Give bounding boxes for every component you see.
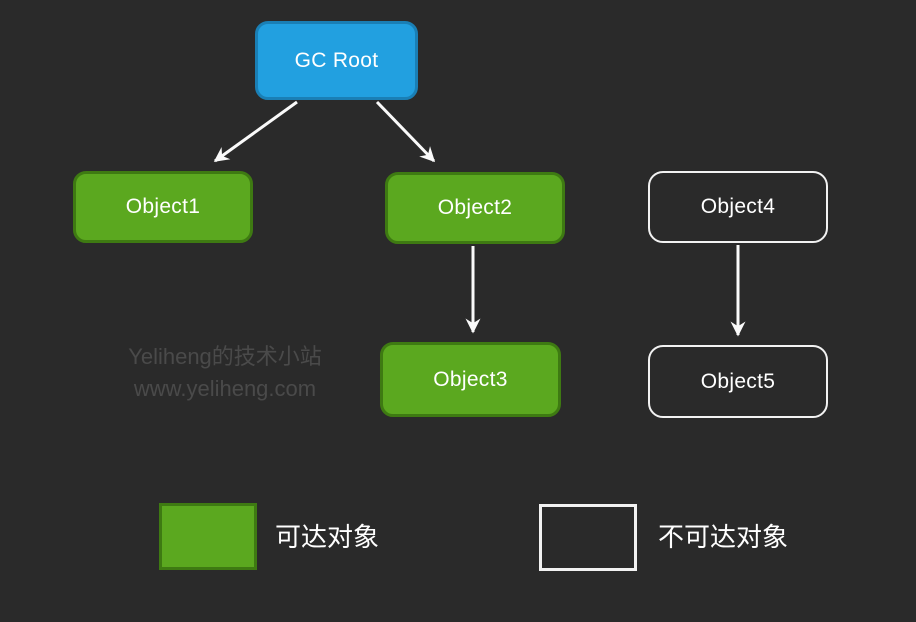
node-object2: Object2 (385, 172, 565, 244)
node-object1: Object1 (73, 171, 253, 243)
legend-swatch-unreachable (539, 504, 637, 571)
node-object1-label: Object1 (125, 195, 201, 218)
node-object3: Object3 (380, 342, 561, 417)
watermark: Yeliheng的技术小站 www.yeliheng.com (105, 341, 345, 405)
legend-label-reachable: 可达对象 (275, 522, 380, 552)
node-object3-label: Object3 (433, 367, 508, 391)
node-object4-label: Object4 (700, 195, 776, 218)
legend-swatch-reachable (159, 503, 257, 570)
node-gc-root-label: GC Root (294, 48, 379, 72)
node-object5: Object5 (648, 345, 828, 418)
watermark-line1: Yeliheng的技术小站 (128, 344, 322, 369)
legend-label-unreachable: 不可达对象 (658, 522, 789, 552)
node-object5-label: Object5 (700, 369, 776, 393)
edge-gcroot-object1 (213, 100, 298, 163)
watermark-line2: www.yeliheng.com (133, 376, 317, 401)
node-object2-label: Object2 (437, 196, 513, 219)
node-object4: Object4 (648, 171, 828, 243)
node-gc-root: GC Root (255, 21, 418, 100)
edge-gcroot-object2 (375, 100, 436, 163)
